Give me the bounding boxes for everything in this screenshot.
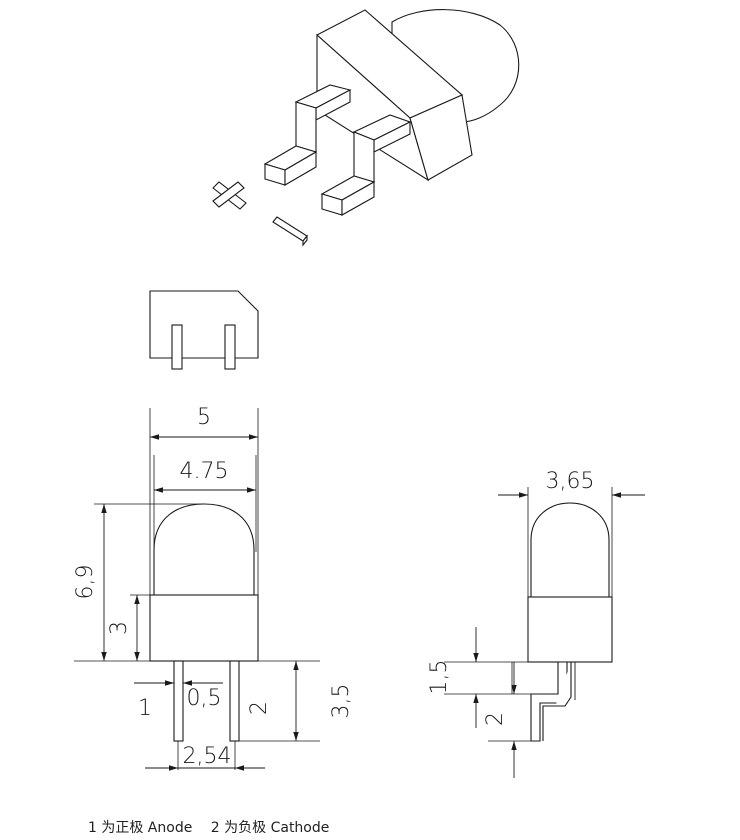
dim-bend-offset: 1,5 bbox=[427, 660, 452, 695]
legend-cathode: 2 为负极 Cathode bbox=[210, 820, 330, 836]
side-view: 3,65 1,5 2 bbox=[427, 469, 645, 778]
side-dome bbox=[530, 502, 610, 598]
iso-lead-1 bbox=[263, 84, 352, 186]
lead-anode bbox=[173, 660, 184, 742]
dim-side-width: 3,65 bbox=[546, 469, 595, 494]
dim-lead-length: 3,5 bbox=[329, 684, 354, 719]
side-body bbox=[527, 596, 613, 663]
dim-lead-spacing: 2,54 bbox=[183, 744, 232, 769]
pin-1-label: 1 bbox=[138, 696, 152, 721]
dim-lens-diameter: 4.75 bbox=[180, 459, 229, 484]
isometric-view bbox=[212, 9, 520, 247]
small-bar bbox=[272, 216, 308, 247]
legend-anode: 1 为正极 Anode bbox=[88, 820, 193, 836]
dim-body-diameter: 5 bbox=[197, 405, 211, 430]
top-view bbox=[149, 290, 259, 370]
led-dome bbox=[153, 503, 255, 596]
dim-body-height: 3 bbox=[107, 621, 132, 635]
led-body bbox=[149, 594, 259, 662]
lead-cathode bbox=[229, 660, 240, 742]
iso-lead-2 bbox=[320, 114, 412, 216]
dim-total-height: 6,9 bbox=[73, 565, 98, 600]
dim-bend-length: 2 bbox=[483, 712, 508, 726]
cross-symbol bbox=[212, 181, 247, 210]
pin-2-label: 2 bbox=[247, 701, 272, 715]
front-view: 5 4.75 6,9 3 3,5 0,5 1 2 2,54 bbox=[73, 405, 354, 771]
pin-legend: 1 为正极 Anode 2 为负极 Cathode bbox=[88, 817, 343, 837]
dim-lead-width: 0,5 bbox=[187, 686, 222, 711]
